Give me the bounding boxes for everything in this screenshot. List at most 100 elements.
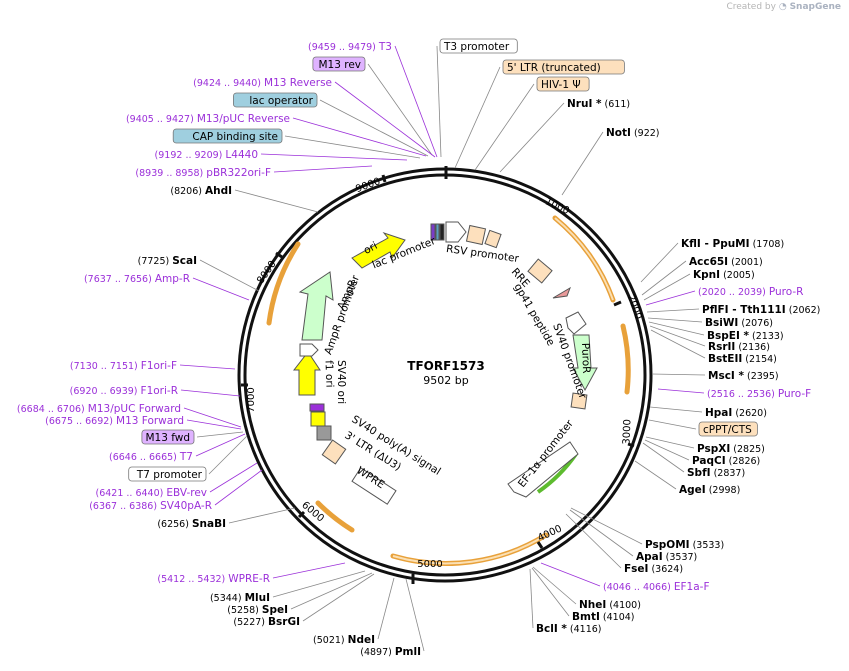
enzyme-label-spei: (5258) SpeI bbox=[227, 604, 288, 616]
leader-hiv-1 bbox=[474, 83, 535, 171]
site-bmti: BmtI (4104) bbox=[572, 611, 634, 623]
enzyme-label-ahdi: (8206) AhdI bbox=[170, 185, 232, 197]
orf-arc-4 bbox=[315, 500, 355, 533]
enzyme-name-paqci: PaqCI bbox=[692, 455, 726, 467]
feature-box-cppt-cts bbox=[698, 421, 758, 437]
feature-box-m13-fwd bbox=[141, 429, 195, 445]
site-t7-promoter: T7 promoter bbox=[128, 466, 207, 482]
site-t7: (6646 .. 6665) T7 bbox=[109, 451, 193, 463]
leader-noti bbox=[561, 131, 604, 196]
enzyme-name-fsei: FseI bbox=[624, 563, 648, 575]
leader-t3-promoter bbox=[436, 45, 442, 158]
enzyme-label-msci: MscI * (2395) bbox=[708, 370, 779, 382]
enzyme-pos-bsteii: (2154) bbox=[742, 354, 777, 365]
leader-amp-r bbox=[192, 277, 250, 301]
enzyme-label-bmti: BmtI (4104) bbox=[572, 611, 634, 623]
feature-label-sv40-ori: SV40 ori bbox=[335, 360, 347, 404]
enzyme-name-snabi: SnaBI bbox=[192, 518, 226, 530]
enzyme-label-agei: AgeI (2998) bbox=[679, 484, 740, 496]
site-bcli: BclI * (4116) bbox=[536, 623, 602, 635]
enzyme-pos-apai: (3537) bbox=[663, 552, 698, 563]
enzyme-partner-pflfi: - Tth111I bbox=[729, 304, 786, 316]
enzyme-pos-bmti: (4104) bbox=[600, 612, 635, 623]
leader-bmti bbox=[531, 567, 570, 617]
enzyme-partner-kfli: - PpuMI bbox=[701, 238, 750, 250]
leader-msci bbox=[651, 373, 706, 376]
enzyme-pos-kfli: (1708) bbox=[750, 239, 785, 250]
site-sv40pa-r: (6367 .. 6386) SV40pA-R bbox=[89, 500, 212, 512]
site-m13-forward: (6675 .. 6692) M13 Forward bbox=[45, 415, 184, 427]
site-pmli: (4897) PmlI bbox=[360, 646, 421, 658]
leader-nrui bbox=[499, 102, 565, 173]
primer-name-m13-forward: M13 Forward bbox=[116, 415, 184, 427]
site-ahdi: (8206) AhdI bbox=[170, 185, 232, 197]
enzyme-pos-spei: (5258) bbox=[227, 605, 262, 616]
enzyme-label-mlui: (5344) MluI bbox=[210, 592, 270, 604]
primer-range-puro-f: (2516 .. 2536) bbox=[707, 389, 778, 400]
leader-bsiwi bbox=[647, 317, 703, 323]
site-m13-puc-reverse: (9405 .. 9427) M13/pUC Reverse bbox=[126, 113, 290, 125]
primer-label-m13-reverse: (9424 .. 9440) M13 Reverse bbox=[193, 77, 332, 89]
enzyme-name-pspomi: PspOMI bbox=[645, 539, 690, 551]
leader-pspxi bbox=[645, 436, 695, 449]
site-bspei: BspEI * (2133) bbox=[707, 330, 784, 342]
enzyme-label-noti: NotI (922) bbox=[606, 127, 660, 139]
site-hpai: HpaI (2620) bbox=[705, 407, 767, 419]
site-apai: ApaI (3537) bbox=[636, 551, 697, 563]
feature-box-label-lac-operator: lac operator bbox=[249, 95, 313, 107]
leader-bspei bbox=[648, 321, 705, 336]
enzyme-label-rsrii: RsrII (2136) bbox=[708, 341, 770, 353]
primer-label-t3: (9459 .. 9479) T3 bbox=[308, 41, 392, 53]
site-nrui: NruI * (611) bbox=[567, 98, 630, 110]
ori-arrow bbox=[351, 231, 406, 269]
primer-name-amp-r: Amp-R bbox=[155, 273, 190, 285]
primer-label-f1ori-r: (6920 .. 6939) F1ori-R bbox=[70, 385, 178, 397]
feature-box-lac-operator bbox=[232, 92, 318, 108]
leader-hpai bbox=[649, 406, 703, 413]
enzyme-pos-snabi: (6256) bbox=[157, 519, 192, 530]
enzyme-pos-ndei: (5021) bbox=[313, 635, 348, 646]
enzyme-name-nrui: NruI * bbox=[567, 98, 602, 110]
site-bsiwi: BsiWI (2076) bbox=[705, 317, 773, 329]
puror-arrow bbox=[572, 334, 598, 392]
ltr3-box bbox=[321, 439, 347, 465]
enzyme-pos-pspxi: (2825) bbox=[730, 444, 765, 455]
primer-range-f1ori-r: (6920 .. 6939) bbox=[70, 386, 141, 397]
cppt-box bbox=[570, 392, 588, 410]
enzyme-pos-ahdi: (8206) bbox=[170, 186, 205, 197]
site-agei: AgeI (2998) bbox=[679, 484, 740, 496]
enzyme-label-pmli: (4897) PmlI bbox=[360, 646, 421, 658]
primer-label-wpre-r: (5412 .. 5432) WPRE-R bbox=[157, 573, 270, 585]
primer-range-t7: (6646 .. 6665) bbox=[109, 452, 180, 463]
enzyme-label-kfli: KflI - PpuMI (1708) bbox=[681, 238, 784, 250]
orf-arc-2 bbox=[620, 323, 631, 395]
tick-label-9000: 9000 bbox=[354, 176, 382, 195]
primer-label-ef1a-f: (4046 .. 4066) EF1a-F bbox=[603, 581, 710, 593]
site-msci: MscI * (2395) bbox=[708, 370, 779, 382]
enzyme-name-hpai: HpaI bbox=[705, 407, 732, 419]
primer-label-m13-forward: (6675 .. 6692) M13 Forward bbox=[45, 415, 184, 427]
leader-line-layer bbox=[179, 45, 706, 652]
leader-m13-reverse bbox=[334, 81, 436, 158]
leader-spei bbox=[290, 572, 373, 610]
leader-rsrii bbox=[649, 325, 706, 347]
enzyme-name-kpni: KpnI bbox=[693, 269, 720, 281]
tick-label-1000: 1000 bbox=[543, 196, 571, 217]
feature-box-label-hiv-1: HIV-1 Ψ bbox=[541, 79, 581, 91]
site-lac-operator: lac operator bbox=[232, 92, 318, 108]
site-kpni: KpnI (2005) bbox=[693, 269, 755, 281]
leader-agei bbox=[634, 460, 677, 490]
leader-f1ori-f bbox=[179, 364, 236, 370]
leader-pflfi bbox=[646, 308, 700, 313]
enzyme-pos-agei: (2998) bbox=[706, 485, 741, 496]
primer-label-amp-r: (7637 .. 7656) Amp-R bbox=[84, 273, 190, 285]
primer-range-amp-r: (7637 .. 7656) bbox=[84, 274, 155, 285]
feature-box-label-cap-binding-site: CAP binding site bbox=[192, 131, 278, 143]
primer-name-puro-f: Puro-F bbox=[778, 388, 811, 400]
site-scai: (7725) ScaI bbox=[138, 255, 197, 267]
enzyme-name-apai: ApaI bbox=[636, 551, 663, 563]
enzyme-pos-pspomi: (3533) bbox=[690, 540, 725, 551]
enzyme-label-nhei: NheI (4100) bbox=[579, 599, 641, 611]
